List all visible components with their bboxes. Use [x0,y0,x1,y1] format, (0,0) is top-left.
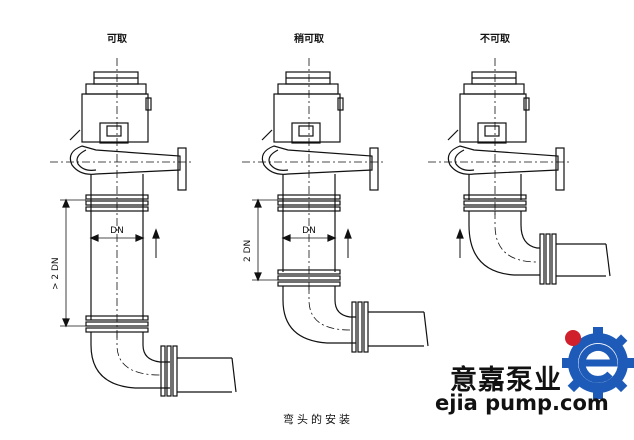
label-dn-left: DN [110,226,124,236]
label-dim-middle: 2 DN [243,239,253,262]
pump-left [50,58,237,397]
pump-right [428,58,611,285]
label-dim-left: > 2 DN [51,257,61,290]
pump-middle [242,58,429,353]
label-dn-middle: DN [302,226,316,236]
figure-caption: 弯头的安装 [283,413,353,426]
label-acceptable: 可取 [107,34,127,45]
watermark-brand-url: ejia pump.com [435,391,609,415]
watermark-brand-cn: 意嘉泵业 [450,365,562,396]
label-not-acceptable: 不可取 [480,34,510,45]
ejia-logo-mark [562,327,634,399]
label-somewhat-acceptable: 稍可取 [294,34,324,45]
